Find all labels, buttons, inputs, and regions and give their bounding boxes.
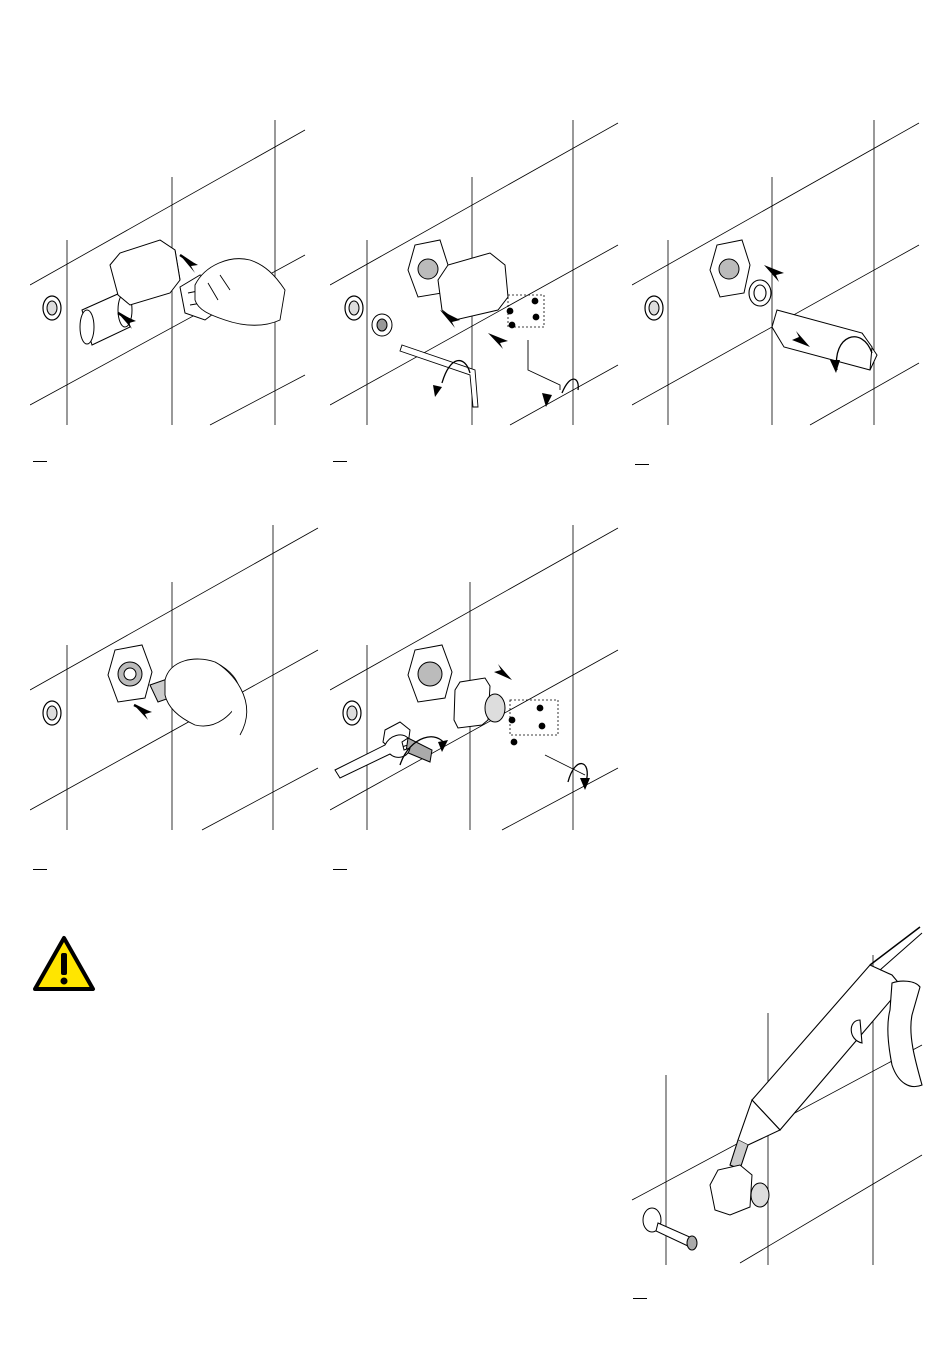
wall-flange-icon xyxy=(345,296,363,320)
step-4-illustration xyxy=(30,520,320,835)
wall-flange-icon xyxy=(43,701,61,725)
step-1-number-mark xyxy=(33,461,47,462)
wall-flange-icon xyxy=(43,296,61,320)
step-2-illustration xyxy=(330,115,620,430)
valve-body-icon xyxy=(408,645,452,702)
bushing-icon xyxy=(372,314,392,336)
step-6-number-mark xyxy=(633,1298,647,1299)
valve-body-icon xyxy=(108,645,152,702)
cover-icon xyxy=(110,240,180,305)
silicone-gun-icon xyxy=(730,927,922,1169)
arrow-icon xyxy=(134,705,152,720)
cover-icon xyxy=(438,253,508,320)
step-1-illustration xyxy=(30,115,310,430)
wall-flange-icon xyxy=(643,1208,697,1250)
thermostatic-unit-icon xyxy=(454,678,505,728)
step-5-illustration xyxy=(330,520,620,835)
arrow-icon xyxy=(433,310,552,407)
thermostatic-unit-icon xyxy=(710,1165,769,1215)
nut-icon xyxy=(749,280,771,306)
warning-triangle-icon xyxy=(32,935,96,993)
screws-icon xyxy=(507,295,544,328)
box-spanner-icon xyxy=(772,310,877,370)
wall-flange-icon xyxy=(645,296,663,320)
step-4-number-mark xyxy=(33,869,47,870)
step-6-illustration xyxy=(630,925,925,1270)
step-3-number-mark xyxy=(635,464,649,465)
screws-icon xyxy=(509,700,585,775)
hex-key-small-icon xyxy=(528,340,560,390)
valve-body-icon xyxy=(710,240,750,297)
wall-flange-icon xyxy=(343,701,361,725)
step-5-number-mark xyxy=(333,869,347,870)
hand-icon xyxy=(165,659,247,735)
step-2-number-mark xyxy=(333,461,347,462)
hex-key-icon xyxy=(400,345,478,407)
step-3-illustration xyxy=(632,115,922,430)
